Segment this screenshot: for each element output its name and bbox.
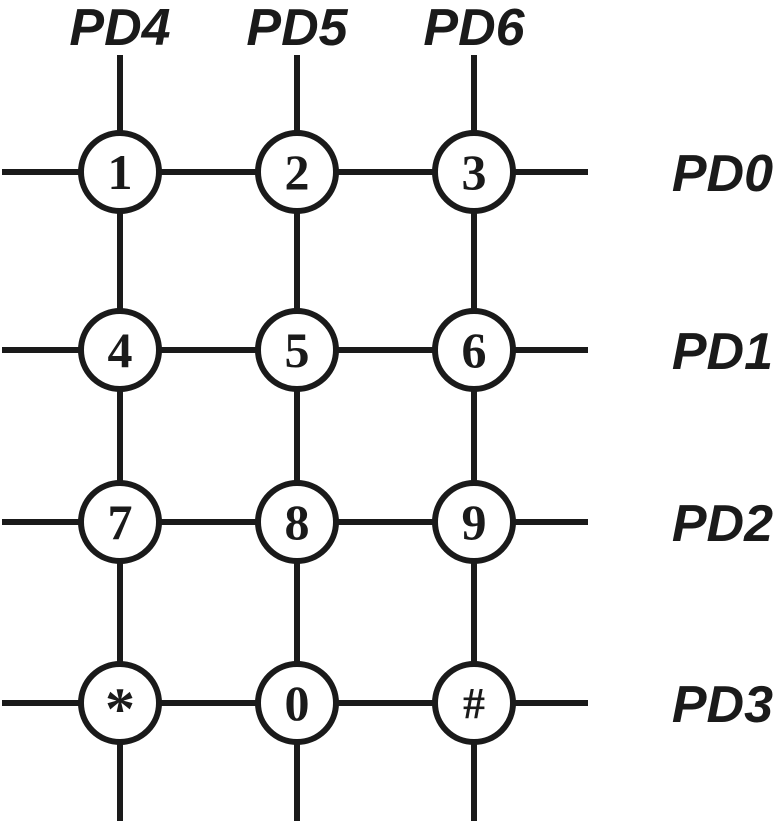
column-label-pd6: PD6 — [423, 0, 525, 57]
key-label: 0 — [285, 675, 310, 731]
key-7[interactable]: 7 — [78, 480, 162, 564]
key-3[interactable]: 3 — [432, 130, 516, 214]
key-9[interactable]: 9 — [432, 480, 516, 564]
key-label: 9 — [462, 494, 487, 550]
key-star[interactable]: * — [78, 661, 162, 745]
key-8[interactable]: 8 — [255, 480, 339, 564]
key-layer: 1 2 3 4 5 6 7 8 9 * 0 # — [78, 130, 516, 745]
key-circle — [78, 308, 162, 392]
key-label: # — [463, 679, 485, 728]
key-6[interactable]: 6 — [432, 308, 516, 392]
key-circle — [255, 130, 339, 214]
key-0[interactable]: 0 — [255, 661, 339, 745]
key-label: 2 — [285, 144, 310, 200]
key-4[interactable]: 4 — [78, 308, 162, 392]
key-1[interactable]: 1 — [78, 130, 162, 214]
key-label: 1 — [108, 144, 133, 200]
key-label: 4 — [108, 322, 133, 378]
key-circle — [432, 661, 516, 745]
key-label: 8 — [285, 494, 310, 550]
key-label: 7 — [108, 494, 133, 550]
key-hash[interactable]: # — [432, 661, 516, 745]
row-label-pd1: PD1 — [672, 323, 773, 381]
key-circle — [78, 661, 162, 745]
column-label-pd4: PD4 — [69, 0, 170, 57]
key-label: 3 — [462, 144, 487, 200]
key-circle — [255, 308, 339, 392]
key-circle — [78, 480, 162, 564]
key-circle — [255, 480, 339, 564]
key-5[interactable]: 5 — [255, 308, 339, 392]
key-circle — [432, 130, 516, 214]
row-label-pd3: PD3 — [672, 676, 773, 734]
key-2[interactable]: 2 — [255, 130, 339, 214]
key-circle — [432, 480, 516, 564]
row-label-pd0: PD0 — [672, 145, 773, 203]
key-circle — [78, 130, 162, 214]
key-label: 5 — [285, 322, 310, 378]
key-label: 6 — [462, 322, 487, 378]
key-circle — [255, 661, 339, 745]
key-label: * — [105, 676, 135, 742]
row-label-pd2: PD2 — [672, 495, 773, 553]
column-label-pd5: PD5 — [246, 0, 348, 57]
key-circle — [432, 308, 516, 392]
